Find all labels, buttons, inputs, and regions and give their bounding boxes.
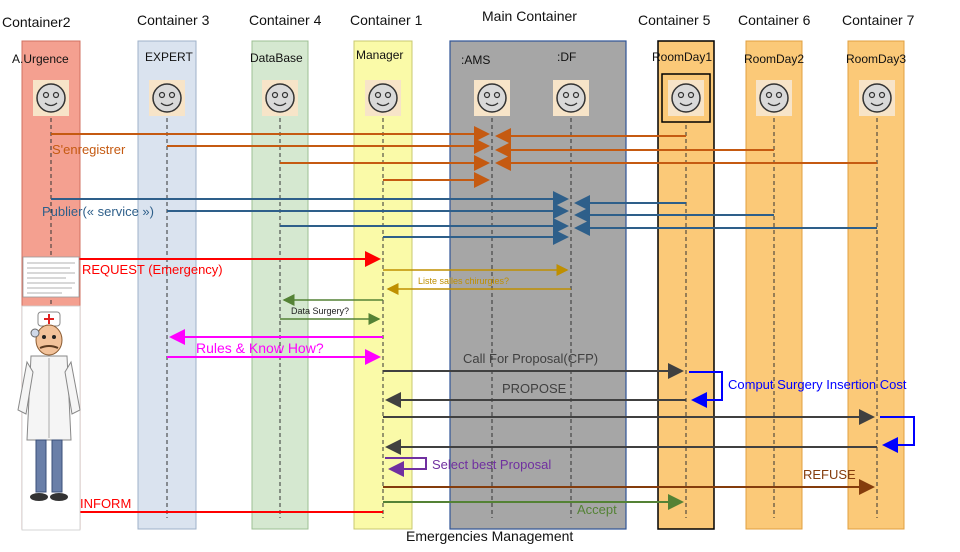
agent-face-icon-urgence (33, 80, 69, 116)
agent-name-ams: :AMS (461, 53, 490, 67)
agent-name-df: :DF (557, 50, 576, 64)
agent-face-icon-database (262, 80, 298, 116)
doctor-illustration (18, 306, 80, 530)
agent-face-icon-expert (149, 80, 185, 116)
message-request: REQUEST (Emergency) (82, 262, 223, 277)
container6-label: Container 6 (738, 12, 810, 28)
emergency-form-thumbnail (23, 257, 79, 297)
container1-label: Container 1 (350, 12, 422, 28)
container2-label: Container2 (2, 14, 71, 30)
message-liste: Liste salles chirurgies? (418, 276, 509, 286)
agent-face-icon-manager (365, 80, 401, 116)
container4-label: Container 4 (249, 12, 321, 28)
message-inform: INFORM (80, 496, 131, 511)
agent-name-database: DataBase (250, 51, 303, 65)
agent-name-expert: EXPERT (145, 50, 193, 64)
diagram-caption: Emergencies Management (406, 528, 573, 544)
message-accept: Accept (577, 502, 617, 517)
message-select: Select best Proposal (432, 457, 551, 472)
agent-face-icon-ams (474, 80, 510, 116)
message-rules: Rules & Know How? (196, 340, 324, 356)
message-comput: Comput Surgery Insertion Cost (728, 377, 906, 392)
agent-name-room1: RoomDay1 (652, 50, 712, 64)
message-data-surgery: Data Surgery? (291, 306, 349, 316)
agent-name-room3: RoomDay3 (846, 52, 906, 66)
main-container-label: Main Container (482, 8, 577, 24)
container5-label: Container 5 (638, 12, 710, 28)
message-propose: PROPOSE (502, 381, 566, 396)
agent-face-icon-room3 (859, 80, 895, 116)
container3-label: Container 3 (137, 12, 209, 28)
agent-name-urgence: A.Urgence (12, 52, 69, 66)
message-refuse: REFUSE (803, 467, 856, 482)
agent-name-room2: RoomDay2 (744, 52, 804, 66)
message-register: S'enregistrer (52, 142, 125, 157)
message-publish: Publier(« service ») (42, 204, 154, 219)
agent-face-icon-room1 (662, 74, 710, 122)
agent-name-manager: Manager (356, 48, 403, 62)
agent-face-icon-room2 (756, 80, 792, 116)
container7-label: Container 7 (842, 12, 914, 28)
message-cfp: Call For Proposal(CFP) (463, 351, 598, 366)
agent-face-icon-df (553, 80, 589, 116)
